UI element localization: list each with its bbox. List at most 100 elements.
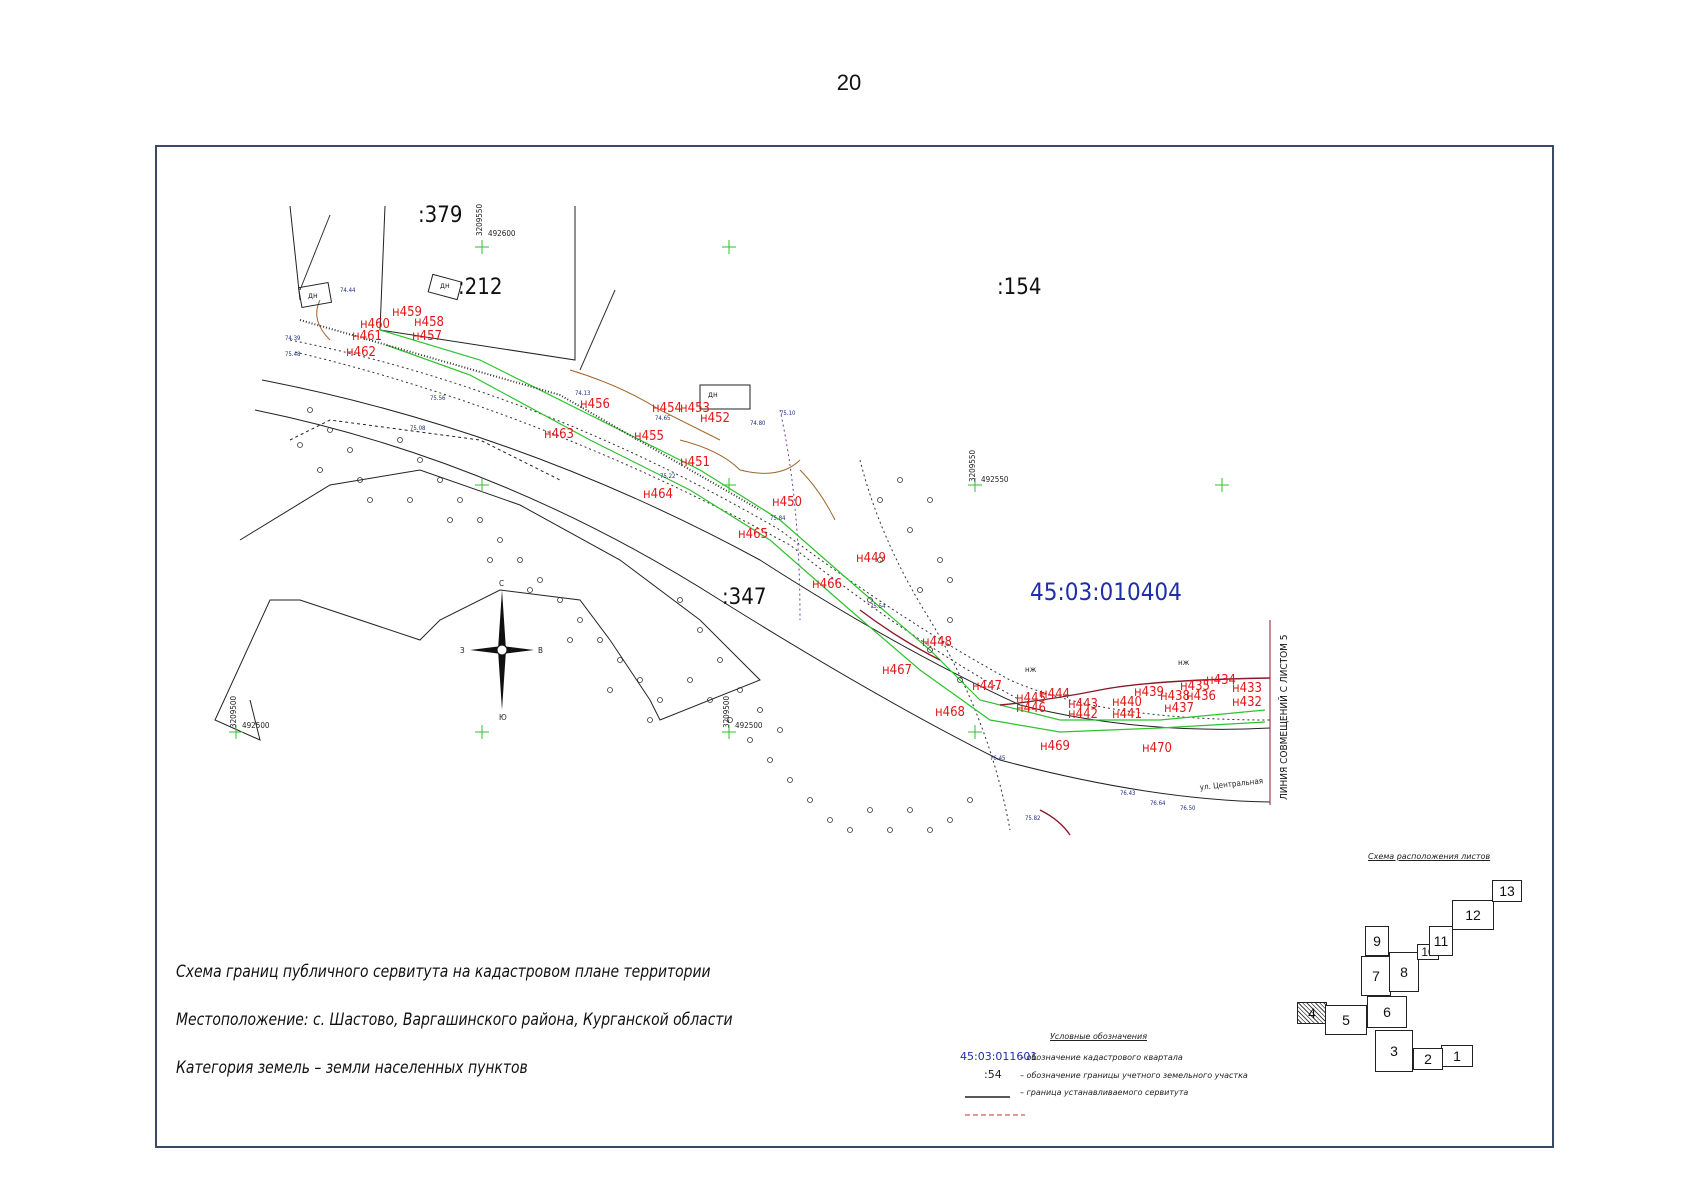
svg-text:74.13: 74.13 — [575, 390, 590, 397]
grid-label-4: 492500 — [735, 721, 763, 730]
svg-text:74.65: 74.65 — [655, 415, 670, 422]
point-label: н449 — [856, 551, 886, 566]
parcel-154[interactable]: :154 — [997, 275, 1041, 300]
point-label: н460 — [360, 317, 390, 332]
servitude-boundary — [379, 329, 1266, 733]
cadastral-quarter-label: 45:03:010404 — [1030, 578, 1182, 606]
power-line — [859, 609, 1271, 836]
point-label: н469 — [1040, 739, 1070, 754]
point-label: н462 — [346, 345, 376, 360]
sheet-7[interactable]: 7 — [1361, 956, 1391, 996]
sheet-layout-title: Схема расположения листов — [1368, 852, 1491, 861]
svg-text:74.44: 74.44 — [340, 287, 356, 294]
map-title: Схема границ публичного сервитута на кад… — [176, 962, 711, 982]
point-label: н442 — [1068, 707, 1098, 722]
point-label: н439 — [1134, 685, 1164, 700]
point-label: н448 — [922, 635, 952, 650]
point-label: н453 — [680, 401, 710, 416]
point-label: н437 — [1164, 701, 1194, 716]
building-mark-2: дн — [440, 281, 450, 290]
contour-lines — [316, 299, 836, 521]
sheet-1[interactable]: 1 — [1441, 1045, 1473, 1067]
fence-lines — [299, 214, 761, 511]
point-label: н463 — [544, 427, 574, 442]
sheet-13[interactable]: 13 — [1492, 880, 1522, 902]
sheet-8[interactable]: 8 — [1389, 952, 1419, 992]
point-label: н456 — [580, 397, 610, 412]
svg-text:76.64: 76.64 — [1150, 800, 1166, 807]
compass-north: С — [499, 579, 504, 588]
point-label: н470 — [1142, 741, 1172, 756]
street-label: ул. Центральная — [1199, 776, 1263, 792]
svg-text:75.10: 75.10 — [780, 410, 796, 417]
svg-text:76.43: 76.43 — [1120, 790, 1135, 797]
point-label: н438 — [1160, 689, 1190, 704]
junction-line-label: ЛИНИЯ СОВМЕЩЕНИЙ С ЛИСТОМ 5 — [1277, 634, 1290, 800]
building-mark-3: дн — [708, 390, 718, 399]
svg-text:75.22: 75.22 — [660, 473, 675, 480]
point-label: н467 — [882, 663, 912, 678]
parcel-379[interactable]: :379 — [418, 203, 462, 228]
grid-label-v1: 3209550 — [475, 204, 484, 236]
point-label: н443 — [1068, 697, 1098, 712]
sheet-4[interactable]: 4 — [1297, 1002, 1327, 1024]
grid-label-v3: 3209500 — [229, 696, 238, 728]
grid-label-1: 492600 — [488, 229, 516, 238]
drawing-frame — [155, 145, 1554, 1148]
sheet-2[interactable]: 2 — [1413, 1048, 1443, 1070]
svg-text:74.80: 74.80 — [750, 420, 766, 427]
svg-text:76.50: 76.50 — [1180, 805, 1196, 812]
compass-east: В — [538, 646, 543, 655]
point-label: н459 — [392, 305, 422, 320]
point-label: н457 — [412, 329, 442, 344]
point-label: н455 — [634, 429, 664, 444]
sheet-12[interactable]: 12 — [1452, 900, 1494, 930]
legend-title: Условные обозначения — [1050, 1032, 1148, 1041]
parcel-347[interactable]: :347 — [722, 585, 766, 610]
svg-text:75.82: 75.82 — [1025, 815, 1040, 822]
point-label: н452 — [700, 411, 730, 426]
point-label: н440 — [1112, 695, 1142, 710]
point-labels: н459 н458 н460 н461 н457 н462 н456 н454 … — [346, 305, 1262, 756]
point-label: н468 — [935, 705, 965, 720]
grid-label-3: 492500 — [242, 721, 270, 730]
compass-west: З — [460, 646, 465, 655]
compass-south: Ю — [499, 713, 507, 722]
svg-text:75.08: 75.08 — [410, 425, 426, 432]
legend-item-parcel: :54– обозначение границы учетного земель… — [984, 1068, 1248, 1081]
parcel-212[interactable]: :212 — [458, 275, 502, 300]
point-label: н436 — [1186, 689, 1216, 704]
map-location: Местоположение: с. Шастово, Варгашинског… — [176, 1010, 733, 1030]
sheet-6[interactable]: 6 — [1367, 996, 1407, 1028]
point-label: н446 — [1016, 701, 1046, 716]
sheet-11[interactable]: 11 — [1429, 926, 1453, 956]
point-label: н458 — [414, 315, 444, 330]
grid-label-v2: 3209550 — [968, 450, 977, 482]
point-label: н433 — [1232, 681, 1262, 696]
svg-text:75.84: 75.84 — [770, 515, 786, 522]
point-label: н461 — [352, 329, 382, 344]
point-label: н464 — [643, 487, 673, 502]
sheet-5[interactable]: 5 — [1325, 1005, 1367, 1035]
point-label: н451 — [680, 455, 710, 470]
svg-text:75.54: 75.54 — [870, 603, 886, 610]
sheet-3[interactable]: 3 — [1375, 1030, 1413, 1072]
point-label: н432 — [1232, 695, 1262, 710]
north-arrow-icon — [470, 590, 534, 710]
svg-text:75.56: 75.56 — [430, 395, 446, 402]
point-label: н445 — [1016, 691, 1046, 706]
tree-symbols — [297, 407, 973, 833]
grid-label-2: 492550 — [981, 475, 1009, 484]
road-outlines — [214, 205, 1271, 803]
svg-text:74.39: 74.39 — [285, 335, 301, 342]
legend-item-servitude: – граница устанавливаемого сервитута — [1020, 1088, 1189, 1097]
dashed-lines — [289, 339, 1271, 831]
point-label: н435 — [1180, 679, 1210, 694]
point-label: н441 — [1112, 707, 1142, 722]
sheet-9[interactable]: 9 — [1365, 926, 1389, 956]
point-label: н434 — [1206, 673, 1236, 688]
building-mark-1: дн — [308, 291, 318, 300]
building-mark-5: нж — [1178, 658, 1190, 667]
